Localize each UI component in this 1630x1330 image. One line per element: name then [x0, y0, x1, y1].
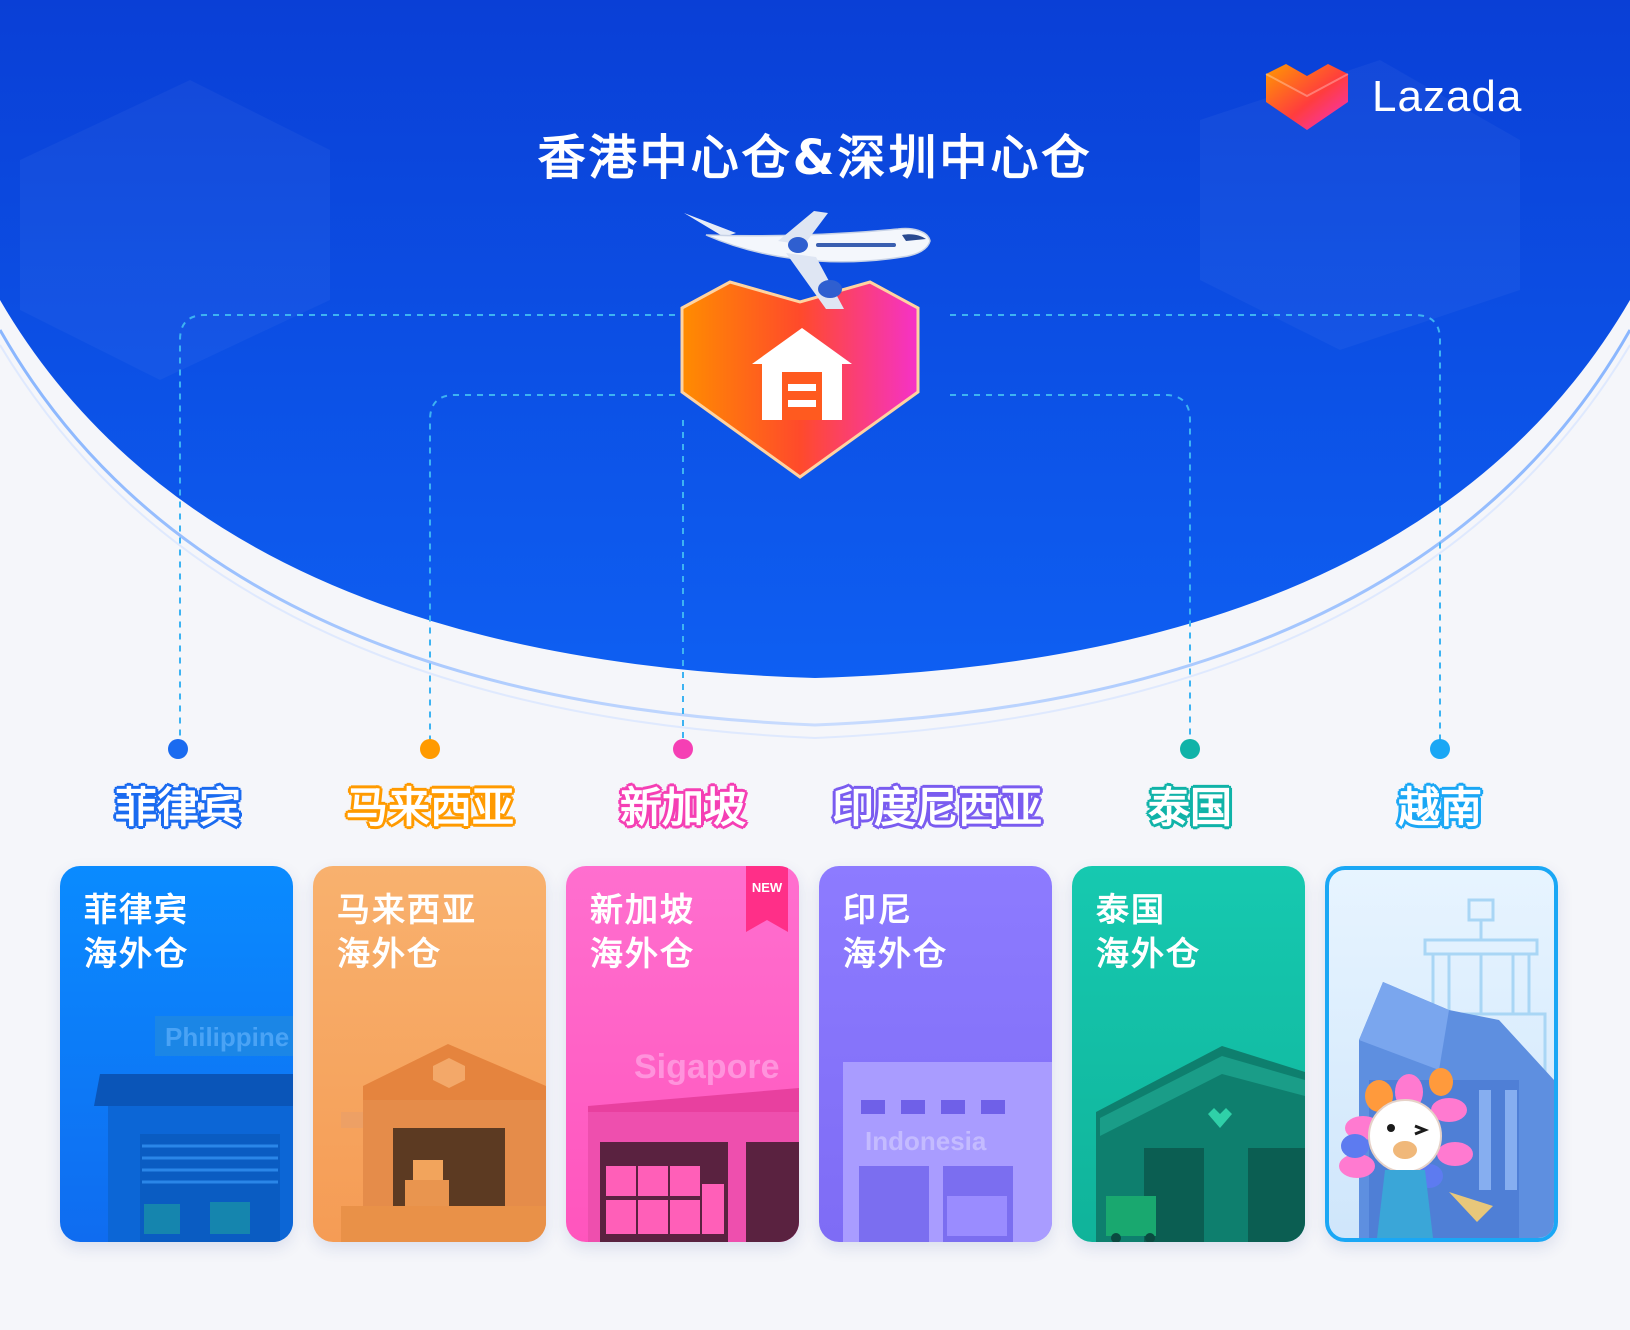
warehouse-illustration: Indonesia [843, 1062, 1052, 1242]
warehouse-illustration: Sigapore [588, 1048, 799, 1242]
warehouse-card-singapore[interactable]: Sigapore 新加坡 海外仓 NEW [566, 866, 799, 1242]
bg-hexagon-left [20, 80, 330, 380]
card-type: 海外仓 [337, 934, 442, 973]
node-dot-th [1180, 739, 1200, 759]
horizon-arc-inner [0, 344, 1630, 740]
card-label: 新加坡 海外仓 [590, 888, 695, 976]
card-country: 泰国 [1096, 890, 1166, 929]
region-title-philippines: 菲律宾 [114, 783, 241, 832]
bg-hexagon-right [1200, 60, 1520, 350]
warehouse-icon [752, 328, 852, 420]
node-dot-my [420, 739, 440, 759]
region-title-malaysia: 马来西亚 [345, 783, 514, 832]
card-label: 泰国 海外仓 [1096, 888, 1201, 976]
warehouse-card-vietnam[interactable] [1325, 866, 1558, 1242]
node-dot-vn [1430, 739, 1450, 759]
node-dot-sg [673, 739, 693, 759]
horizon-arc [0, 329, 1630, 727]
warehouse-card-malaysia[interactable]: 马来西亚 海外仓 [313, 866, 546, 1242]
airplane-icon [684, 211, 931, 309]
card-country: 新加坡 [590, 890, 695, 929]
connector-vn [950, 314, 1441, 745]
lazada-heart-icon [1265, 64, 1349, 130]
region-title-thailand: 泰国 [1147, 783, 1232, 832]
card-country: 印尼 [843, 890, 913, 929]
mascot [1339, 1068, 1493, 1238]
connector-my [429, 394, 675, 745]
watermark-sigapore: Sigapore [634, 1048, 779, 1086]
warehouse-illustration [1339, 898, 1554, 1238]
region-title-vietnam: 越南 [1397, 783, 1482, 832]
warehouse-card-thailand[interactable]: 泰国 海外仓 [1072, 866, 1305, 1242]
card-type: 海外仓 [84, 934, 189, 973]
region-title-indonesia: 印度尼西亚 [831, 783, 1042, 832]
central-warehouse-hub [680, 280, 920, 479]
lazada-logo[interactable]: Lazada [1262, 62, 1522, 132]
card-type: 海外仓 [843, 934, 948, 973]
card-label: 马来西亚 海外仓 [337, 888, 477, 976]
card-type: 海外仓 [590, 934, 695, 973]
warehouse-card-indonesia[interactable]: Indonesia 印尼 海外仓 [819, 866, 1052, 1242]
warehouse-illustration [341, 1044, 546, 1242]
card-label: 菲律宾 海外仓 [84, 888, 189, 976]
brand-name: Lazada [1372, 72, 1523, 121]
watermark-indonesia: Indonesia [865, 1126, 987, 1156]
node-dot-ph [168, 739, 188, 759]
card-label: 印尼 海外仓 [843, 888, 948, 976]
watermark-philippine: Philippine [165, 1022, 289, 1052]
region-title-singapore: 新加坡 [619, 783, 746, 832]
warehouse-card-philippines[interactable]: Philippine 菲律宾 海外仓 [60, 866, 293, 1242]
hub-title: 香港中心仓&深圳中心仓 [537, 130, 1093, 186]
warehouse-illustration: Philippine [94, 1016, 293, 1242]
warehouse-illustration [1096, 1046, 1305, 1242]
heart-emblem-icon [1208, 1108, 1232, 1128]
new-badge-label: NEW [751, 880, 783, 895]
card-country: 菲律宾 [84, 890, 189, 929]
connector-th [950, 394, 1191, 745]
card-type: 海外仓 [1096, 934, 1201, 973]
card-country: 马来西亚 [337, 890, 477, 929]
new-badge: NEW [746, 866, 788, 936]
connector-lines [179, 314, 1441, 745]
connector-ph [179, 314, 675, 745]
